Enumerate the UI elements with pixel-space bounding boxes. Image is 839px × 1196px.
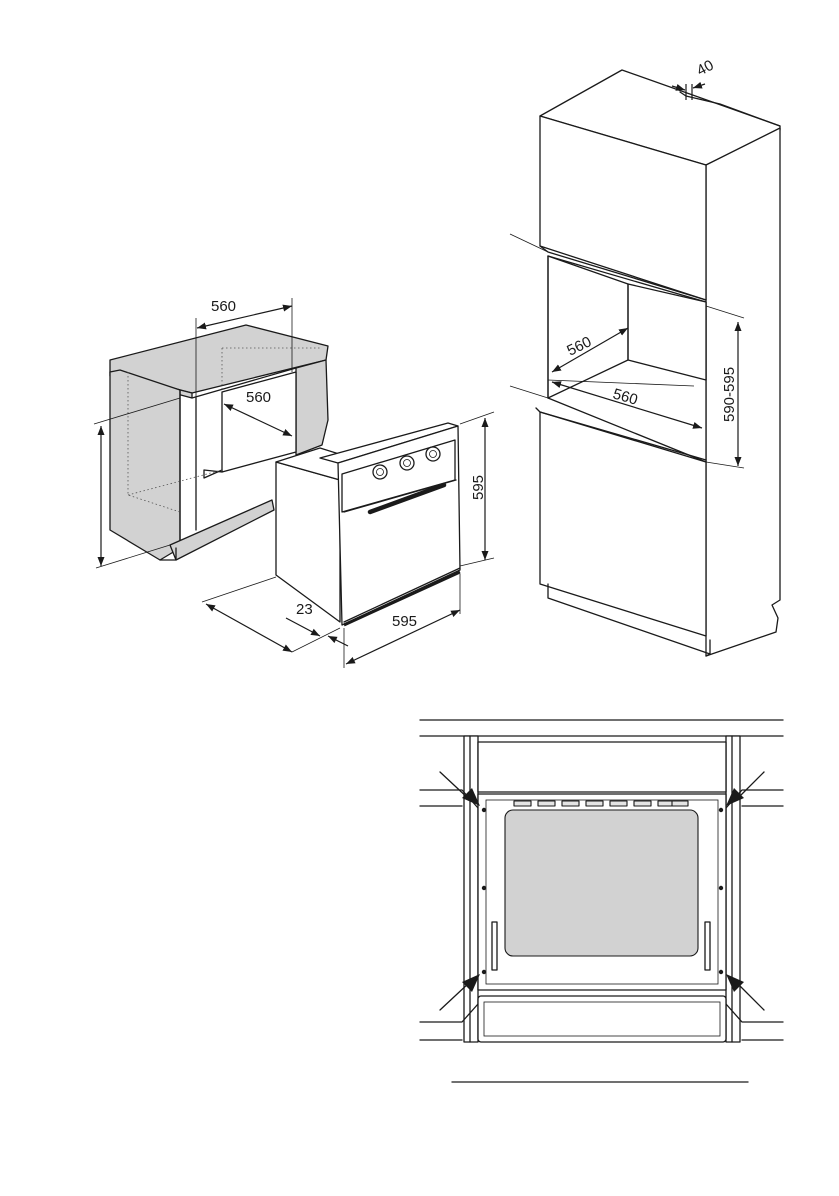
dim-niche-height: 590-595 bbox=[721, 367, 738, 422]
dim-gap: 40 bbox=[694, 57, 717, 80]
cabinet-plinth bbox=[170, 500, 274, 560]
screw-mid-right-icon bbox=[719, 886, 723, 890]
vent-slots bbox=[514, 801, 688, 806]
hinge-left bbox=[492, 922, 497, 970]
dim-oven-height: 595 bbox=[470, 475, 487, 500]
screw-mid-left-icon bbox=[482, 886, 486, 890]
dim-oven-width: 595 bbox=[392, 613, 417, 630]
hinge-right bbox=[705, 922, 710, 970]
screw-top-left-icon bbox=[482, 808, 486, 812]
knob-3-icon[interactable] bbox=[426, 447, 440, 461]
dim-cabinet-width: 560 bbox=[211, 298, 236, 315]
cabinet-side-left bbox=[110, 370, 180, 560]
front-drawer bbox=[478, 996, 726, 1042]
oven-window bbox=[505, 810, 698, 956]
tall-housing: 40 560 560 590-595 bbox=[510, 57, 780, 656]
dim-cabinet-depth: 560 bbox=[246, 389, 271, 406]
knob-1-icon[interactable] bbox=[373, 465, 387, 479]
front-control-panel bbox=[478, 742, 726, 792]
dim-panel-offset: 23 bbox=[296, 601, 313, 618]
cabinet-side-right bbox=[296, 360, 328, 455]
front-view bbox=[420, 720, 783, 1082]
knob-2-icon[interactable] bbox=[400, 456, 414, 470]
screw-bottom-left-icon bbox=[482, 970, 486, 974]
screw-top-right-icon bbox=[719, 808, 723, 812]
housing-side bbox=[706, 128, 780, 656]
screw-bottom-right-icon bbox=[719, 970, 723, 974]
oven-body-side bbox=[276, 462, 340, 622]
